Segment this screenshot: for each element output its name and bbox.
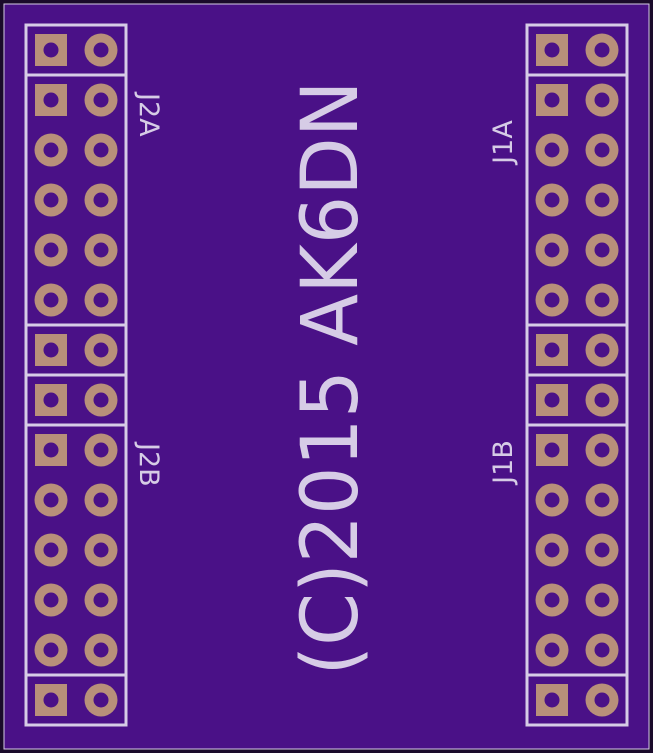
- pad-drill-hole: [544, 442, 560, 458]
- pad-drill-hole: [93, 592, 109, 608]
- pad-drill-hole: [93, 342, 109, 358]
- pad-drill-hole: [594, 642, 610, 658]
- pad-drill-hole: [544, 192, 560, 208]
- pad-drill-hole: [43, 42, 59, 58]
- pad-drill-hole: [43, 642, 59, 658]
- label-j1a: J1A: [488, 120, 519, 166]
- right-header-pads: [535, 33, 619, 717]
- pad-drill-hole: [43, 142, 59, 158]
- pad-drill-hole: [93, 292, 109, 308]
- pad-drill-hole: [43, 542, 59, 558]
- pad-drill-hole: [544, 42, 560, 58]
- label-j2b: J2B: [133, 441, 164, 487]
- pad-drill-hole: [544, 292, 560, 308]
- pad-drill-hole: [594, 542, 610, 558]
- pad-drill-hole: [43, 692, 59, 708]
- pad-drill-hole: [43, 292, 59, 308]
- pad-drill-hole: [594, 92, 610, 108]
- label-j1b: J1B: [488, 440, 519, 486]
- pad-drill-hole: [43, 192, 59, 208]
- pad-drill-hole: [93, 492, 109, 508]
- pad-drill-hole: [43, 442, 59, 458]
- pad-drill-hole: [43, 492, 59, 508]
- pad-drill-hole: [544, 692, 560, 708]
- pad-drill-hole: [594, 342, 610, 358]
- pad-drill-hole: [594, 142, 610, 158]
- pad-drill-hole: [43, 242, 59, 258]
- pad-drill-hole: [594, 242, 610, 258]
- pad-drill-hole: [594, 692, 610, 708]
- pad-drill-hole: [544, 392, 560, 408]
- pad-drill-hole: [93, 542, 109, 558]
- pad-drill-hole: [544, 492, 560, 508]
- right-header-outlines: [525, 23, 629, 727]
- pad-drill-hole: [544, 642, 560, 658]
- left-header-pads: [34, 33, 118, 717]
- pad-drill-hole: [544, 142, 560, 158]
- pad-drill-hole: [544, 542, 560, 558]
- left-header-outlines: [24, 23, 128, 727]
- pad-drill-hole: [594, 592, 610, 608]
- pad-drill-hole: [93, 442, 109, 458]
- pad-drill-hole: [594, 42, 610, 58]
- pad-drill-hole: [544, 592, 560, 608]
- pad-drill-hole: [594, 392, 610, 408]
- pad-drill-hole: [93, 142, 109, 158]
- label-j2a: J2A: [133, 91, 164, 137]
- pad-drill-hole: [43, 92, 59, 108]
- pad-drill-hole: [594, 442, 610, 458]
- pad-drill-hole: [93, 242, 109, 258]
- pad-drill-hole: [43, 342, 59, 358]
- copyright-text: (C)2015 AK6DN: [286, 81, 376, 676]
- pad-drill-hole: [93, 392, 109, 408]
- pad-drill-hole: [93, 692, 109, 708]
- pad-drill-hole: [93, 92, 109, 108]
- pad-drill-hole: [93, 192, 109, 208]
- pad-drill-hole: [43, 392, 59, 408]
- pad-drill-hole: [43, 592, 59, 608]
- pad-drill-hole: [594, 292, 610, 308]
- pad-drill-hole: [594, 192, 610, 208]
- pad-drill-hole: [544, 242, 560, 258]
- pad-drill-hole: [594, 492, 610, 508]
- pad-drill-hole: [544, 342, 560, 358]
- pad-drill-hole: [93, 42, 109, 58]
- pad-drill-hole: [544, 92, 560, 108]
- pad-drill-hole: [93, 642, 109, 658]
